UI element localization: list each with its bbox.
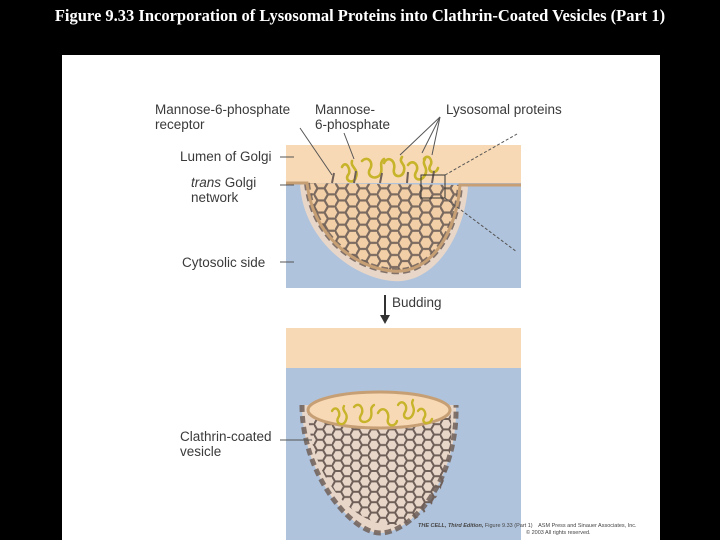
label-cytosolic-side: Cytosolic side: [182, 255, 266, 270]
golgi-lower-panel: [286, 328, 521, 540]
diagram-svg: [280, 116, 521, 540]
zoom-box: [420, 174, 446, 199]
slide-title: Figure 9.33 Incorporation of Lysosomal P…: [54, 6, 666, 25]
leader-lines-upper: [280, 116, 441, 263]
label-trans-golgi-network: trans Golgi network: [191, 175, 257, 205]
label-m6p-receptor: Mannose-6-phosphate receptor: [155, 102, 291, 132]
budding-arrow: [380, 295, 390, 324]
label-budding: Budding: [392, 295, 442, 310]
m6p-receptors: [331, 170, 435, 184]
golgi-membrane: [286, 181, 521, 273]
lysosomal-proteins-lower: [330, 398, 434, 427]
label-clathrin-coated-vesicle: Clathrin-coated vesicle: [180, 429, 272, 459]
zoom-line-bottom: [444, 197, 518, 253]
figure-copyright: © 2003 All rights reserved.: [526, 530, 591, 536]
label-lysosomal-proteins: Lysosomal proteins: [446, 102, 562, 117]
figure-panel: Mannose-6-phosphate receptor Mannose- 6-…: [62, 55, 660, 540]
label-lumen-of-golgi: Lumen of Golgi: [180, 149, 272, 164]
zoom-line-top: [444, 133, 518, 176]
lumen-region-lower: [286, 328, 521, 368]
golgi-upper-panel: [286, 133, 521, 288]
lysosomal-proteins-upper: [340, 155, 440, 183]
figure-credit: THE CELL, Third Edition, Figure 9.33 (Pa…: [418, 523, 637, 529]
label-mannose-6-phosphate: Mannose- 6-phosphate: [315, 102, 391, 132]
